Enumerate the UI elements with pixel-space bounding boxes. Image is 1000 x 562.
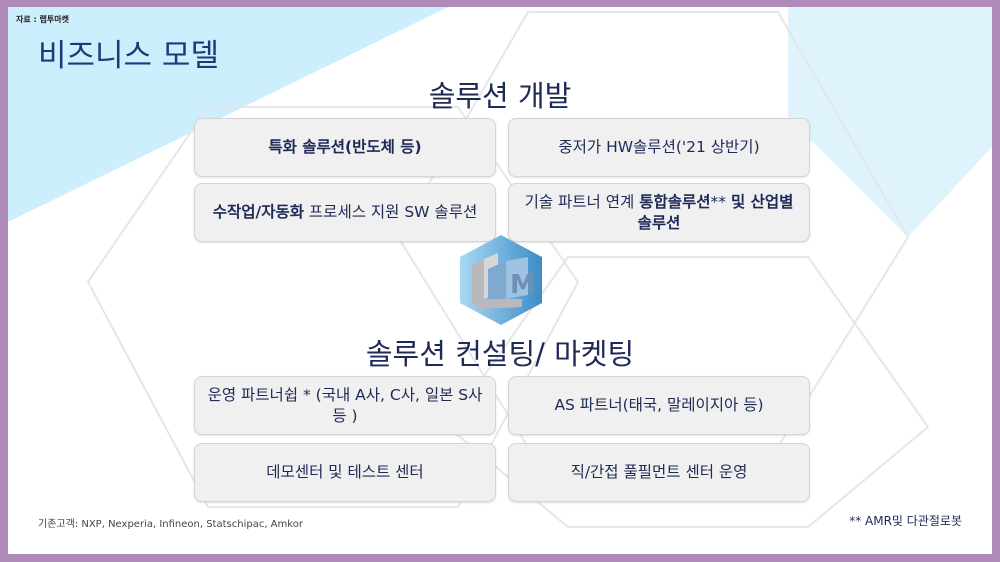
- box-text: AS 파트너(태국, 말레이지아 등): [554, 395, 763, 416]
- box-text-segment: 중저가 HW솔루션('21 상반기): [558, 138, 760, 156]
- box-text: 중저가 HW솔루션('21 상반기): [558, 137, 759, 158]
- existing-customers-note: 기존고객: NXP, Nexperia, Infineon, Statschip…: [38, 519, 303, 530]
- box-text-segment: 데모센터 및 테스트 센터: [266, 463, 424, 481]
- box-text: 직/간접 풀필먼트 센터 운영: [571, 462, 748, 483]
- svg-text:M: M: [510, 270, 536, 300]
- box-fulfillment-center: 직/간접 풀필먼트 센터 운영: [508, 443, 810, 502]
- box-specialized-solution: 특화 솔루션(반도체 등): [194, 118, 496, 177]
- box-text-segment: 수작업/자동화: [212, 203, 304, 221]
- box-text-segment: **: [710, 192, 731, 211]
- box-sw-solution: 수작업/자동화 프로세스 지원 SW 솔루션: [194, 183, 496, 242]
- source-label: 자료 : 랩투마켓: [16, 15, 69, 24]
- box-integrated-solution: 기술 파트너 연계 통합솔루션** 및 산업별 솔루션: [508, 183, 810, 242]
- box-hw-solution: 중저가 HW솔루션('21 상반기): [508, 118, 810, 177]
- box-text: 기술 파트너 연계 통합솔루션** 및 산업별 솔루션: [517, 192, 801, 234]
- box-text: 수작업/자동화 프로세스 지원 SW 솔루션: [213, 202, 477, 223]
- box-text-segment: 프로세스 지원 SW 솔루션: [304, 203, 478, 221]
- box-text-segment: 직/간접 풀필먼트 센터 운영: [570, 463, 748, 481]
- box-text-segment: 및 산업별 솔루션: [637, 192, 794, 232]
- page-title: 비즈니스 모델: [38, 38, 219, 74]
- footnote-amr: ** AMR및 다관절로봇: [849, 514, 962, 528]
- box-text-segment: AS 파트너(태국, 말레이지아 등): [554, 396, 764, 414]
- section-title-development: 솔루션 개발: [428, 79, 572, 113]
- box-operation-partnership: 운영 파트너쉽 * (국내 A사, C사, 일본 S사 등 ): [194, 376, 496, 435]
- box-text: 특화 솔루션(반도체 등): [268, 137, 421, 158]
- box-text-segment: 운영 파트너쉽 * (국내 A사, C사, 일본 S사 등 ): [207, 385, 483, 425]
- slide: 자료 : 랩투마켓 비즈니스 모델 솔루션 개발 솔루션 컨설팅/ 마켓팅 특화…: [8, 7, 992, 554]
- box-demo-center: 데모센터 및 테스트 센터: [194, 443, 496, 502]
- box-text: 운영 파트너쉽 * (국내 A사, C사, 일본 S사 등 ): [203, 385, 487, 427]
- box-text-segment: 기술 파트너 연계: [524, 192, 640, 211]
- box-text: 데모센터 및 테스트 센터: [266, 462, 423, 483]
- box-text-segment: 통합솔루션: [639, 192, 711, 211]
- box-as-partner: AS 파트너(태국, 말레이지아 등): [508, 376, 810, 435]
- company-logo-icon: M: [460, 235, 542, 325]
- section-title-consulting: 솔루션 컨설팅/ 마켓팅: [365, 337, 635, 371]
- box-text-segment: 특화 솔루션(반도체 등): [268, 138, 422, 156]
